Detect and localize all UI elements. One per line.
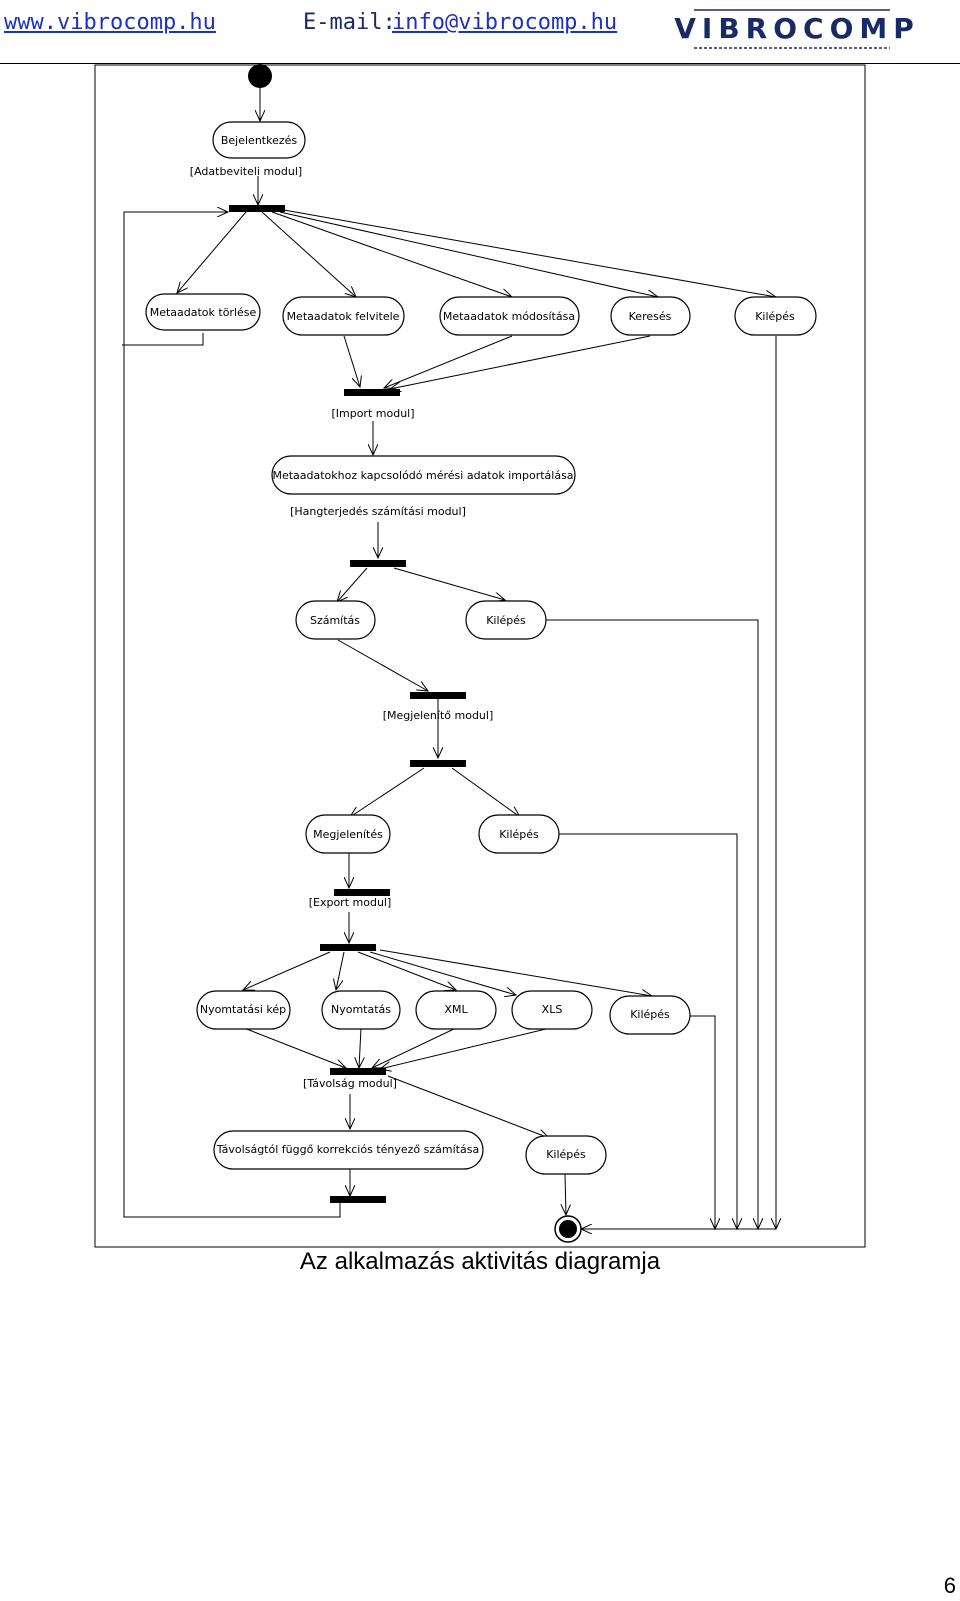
header-divider: [0, 63, 960, 64]
fork-bar: [344, 389, 400, 396]
node-distance-calc: [213, 1130, 484, 1170]
label-import: Metaadatokhoz kapcsolódó mérési adatok i…: [272, 469, 573, 482]
guard-distance: [Távolság modul]: [303, 1077, 397, 1090]
start-node: [248, 64, 272, 88]
fork-bar: [330, 1068, 386, 1075]
guard-import: [Import modul]: [331, 407, 414, 420]
edge: [271, 211, 512, 297]
email-label: E-mail:: [303, 10, 396, 35]
edge: [387, 1075, 549, 1138]
website-link[interactable]: www.vibrocomp.hu: [4, 10, 216, 35]
node-import: [271, 455, 576, 495]
diagram-frame: [94, 64, 866, 1248]
edge: [279, 211, 658, 297]
label-meta-delete: Metaadatok törlése: [150, 306, 257, 319]
guard-input: [Adatbeviteli modul]: [190, 165, 302, 178]
edge: [688, 1015, 715, 1229]
edge: [343, 335, 360, 387]
fork-bar: [410, 760, 466, 767]
fork-bar: [410, 692, 466, 699]
end-node: [559, 1220, 577, 1238]
edge: [390, 335, 651, 389]
node-exit-5: [525, 1135, 607, 1175]
label-calc: Számítás: [310, 614, 360, 627]
node-exit-4: [609, 995, 691, 1035]
label-display: Megjelenítés: [313, 828, 383, 841]
node-exit-1: [734, 296, 817, 336]
edge: [369, 951, 516, 995]
node-calc: [295, 600, 376, 640]
label-print: Nyomtatás: [331, 1003, 391, 1016]
node-login: [212, 121, 306, 159]
edge: [283, 209, 776, 297]
fork-bar: [320, 944, 376, 951]
label-exit-1: Kilépés: [755, 310, 795, 323]
node-display: [305, 814, 391, 854]
sync-bars: [229, 205, 466, 1203]
label-exit-5: Kilépés: [546, 1148, 586, 1161]
label-meta-modify: Metaadatok módosítása: [443, 310, 575, 323]
node-meta-modify: [439, 296, 580, 336]
page-number: 6: [943, 1573, 956, 1598]
edge: [337, 567, 368, 602]
vibrocomp-logo: VIBROCOMP: [674, 9, 920, 49]
edge: [379, 949, 652, 996]
node-xml: [415, 990, 497, 1030]
guard-display: [Megjelenítő modul]: [383, 709, 494, 722]
edge: [123, 212, 341, 1218]
label-exit-3: Kilépés: [499, 828, 539, 841]
edge: [372, 1027, 457, 1068]
node-print: [321, 990, 401, 1030]
page-header: www.vibrocomp.hu E-mail: info@vibrocomp.…: [0, 0, 960, 64]
node-meta-delete: [145, 293, 261, 331]
fork-bar: [334, 889, 390, 896]
label-print-image: Nyomtatási kép: [200, 1003, 286, 1016]
label-login: Bejelentkezés: [221, 134, 298, 147]
edge: [380, 1027, 551, 1069]
edge: [451, 767, 520, 817]
edge: [559, 833, 737, 1229]
edge: [393, 567, 505, 600]
label-search: Keresés: [629, 310, 672, 323]
label-exit-4: Kilépés: [630, 1008, 670, 1021]
email-link[interactable]: info@vibrocomp.hu: [392, 10, 618, 35]
edge: [336, 951, 345, 990]
label-xls: XLS: [542, 1003, 563, 1016]
edge: [337, 639, 428, 691]
edge: [122, 333, 204, 346]
edge: [565, 1173, 566, 1215]
node-print-image: [196, 990, 291, 1030]
node-exit-3: [478, 814, 560, 854]
guard-sound: [Hangterjedés számítási modul]: [290, 505, 466, 518]
edge: [243, 1027, 346, 1068]
fork-bar: [330, 1196, 386, 1203]
node-search: [610, 296, 691, 336]
fork-bar: [229, 205, 285, 212]
label-distance-calc: Távolságtól függő korrekciós tényező szá…: [216, 1143, 479, 1156]
edge: [546, 619, 758, 1229]
edge: [177, 211, 247, 293]
logo-text: VIBROCOMP: [674, 12, 920, 45]
edge: [384, 335, 513, 388]
end-node-ring: [554, 1215, 582, 1243]
fork-bar: [350, 560, 406, 567]
edge: [359, 1027, 361, 1068]
node-meta-add: [282, 296, 405, 336]
diagram-edges: [122, 88, 776, 1229]
diagram-caption: Az alkalmazás aktivitás diagramja: [299, 1248, 661, 1275]
node-xls: [511, 990, 593, 1030]
edge: [243, 951, 331, 990]
edge: [350, 767, 425, 817]
node-exit-2: [465, 600, 547, 640]
guard-export: [Export modul]: [309, 896, 392, 909]
label-exit-2: Kilépés: [486, 614, 526, 627]
edge: [261, 211, 356, 297]
label-xml: XML: [444, 1003, 468, 1016]
label-meta-add: Metaadatok felvitele: [287, 310, 400, 323]
edge: [357, 951, 456, 990]
